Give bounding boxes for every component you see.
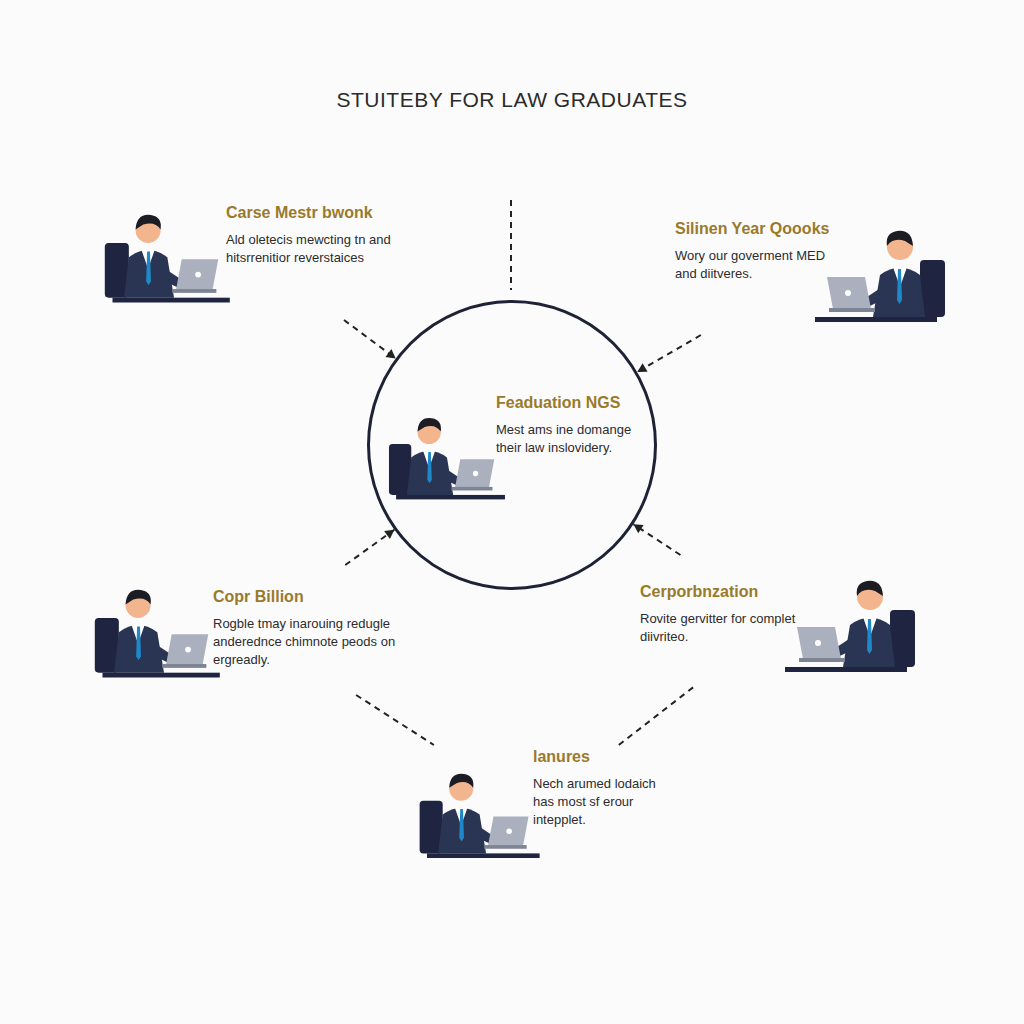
person-figure	[815, 231, 945, 322]
person-figure	[420, 774, 540, 858]
center-circle: Feaduation NGS Mest ams ine domange their…	[367, 300, 657, 590]
dashed-connector	[345, 530, 394, 565]
text-block: Copr BillionRogble tmay inarouing redugl…	[213, 587, 418, 669]
role-card: lanuresNech arumed lodaich has most sf e…	[405, 745, 665, 875]
text-block: CerporbnzationRovite gervitter for compl…	[640, 582, 815, 646]
dashed-connector	[619, 685, 696, 745]
dashed-connector	[637, 335, 701, 372]
dashed-connector	[344, 320, 396, 358]
person-figure	[105, 215, 230, 303]
dashed-connector	[633, 524, 680, 555]
card-heading: Copr Billion	[213, 587, 418, 607]
role-card: CerporbnzationRovite gervitter for compl…	[635, 555, 925, 685]
card-heading: Silinen Year Qoooks	[675, 219, 845, 239]
person-figure	[95, 590, 220, 678]
diagram-title: STUITEBY FOR LAW GRADUATES	[0, 88, 1024, 112]
text-block: Silinen Year QoooksWory our goverment ME…	[675, 219, 845, 283]
text-block: Feaduation NGS Mest ams ine domange their…	[496, 393, 641, 457]
card-body: Ald oletecis mewcting tn and hitsrreniti…	[226, 231, 431, 267]
card-body: Rovite gervitter for complet diivriteo.	[640, 610, 815, 646]
text-block: lanuresNech arumed lodaich has most sf e…	[533, 747, 661, 829]
divider-dash	[510, 200, 512, 290]
person-figure	[389, 418, 505, 499]
person-figure	[785, 581, 915, 672]
card-heading: Carse Mestr bwonk	[226, 203, 431, 223]
card-body: Mest ams ine domange their law inslovide…	[496, 421, 641, 457]
role-card: Silinen Year QoooksWory our goverment ME…	[670, 205, 955, 335]
text-block: Carse Mestr bwonkAld oletecis mewcting t…	[226, 203, 431, 267]
role-card: Copr BillionRogble tmay inarouing redugl…	[85, 565, 425, 695]
card-body: Wory our goverment MED and diitveres.	[675, 247, 845, 283]
card-heading: Feaduation NGS	[496, 393, 641, 413]
card-body: Nech arumed lodaich has most sf erour in…	[533, 775, 661, 829]
card-heading: lanures	[533, 747, 661, 767]
card-body: Rogble tmay inarouing redugle anderednce…	[213, 615, 418, 669]
dashed-connector	[356, 695, 434, 745]
card-heading: Cerporbnzation	[640, 582, 815, 602]
role-card: Carse Mestr bwonkAld oletecis mewcting t…	[90, 195, 430, 320]
